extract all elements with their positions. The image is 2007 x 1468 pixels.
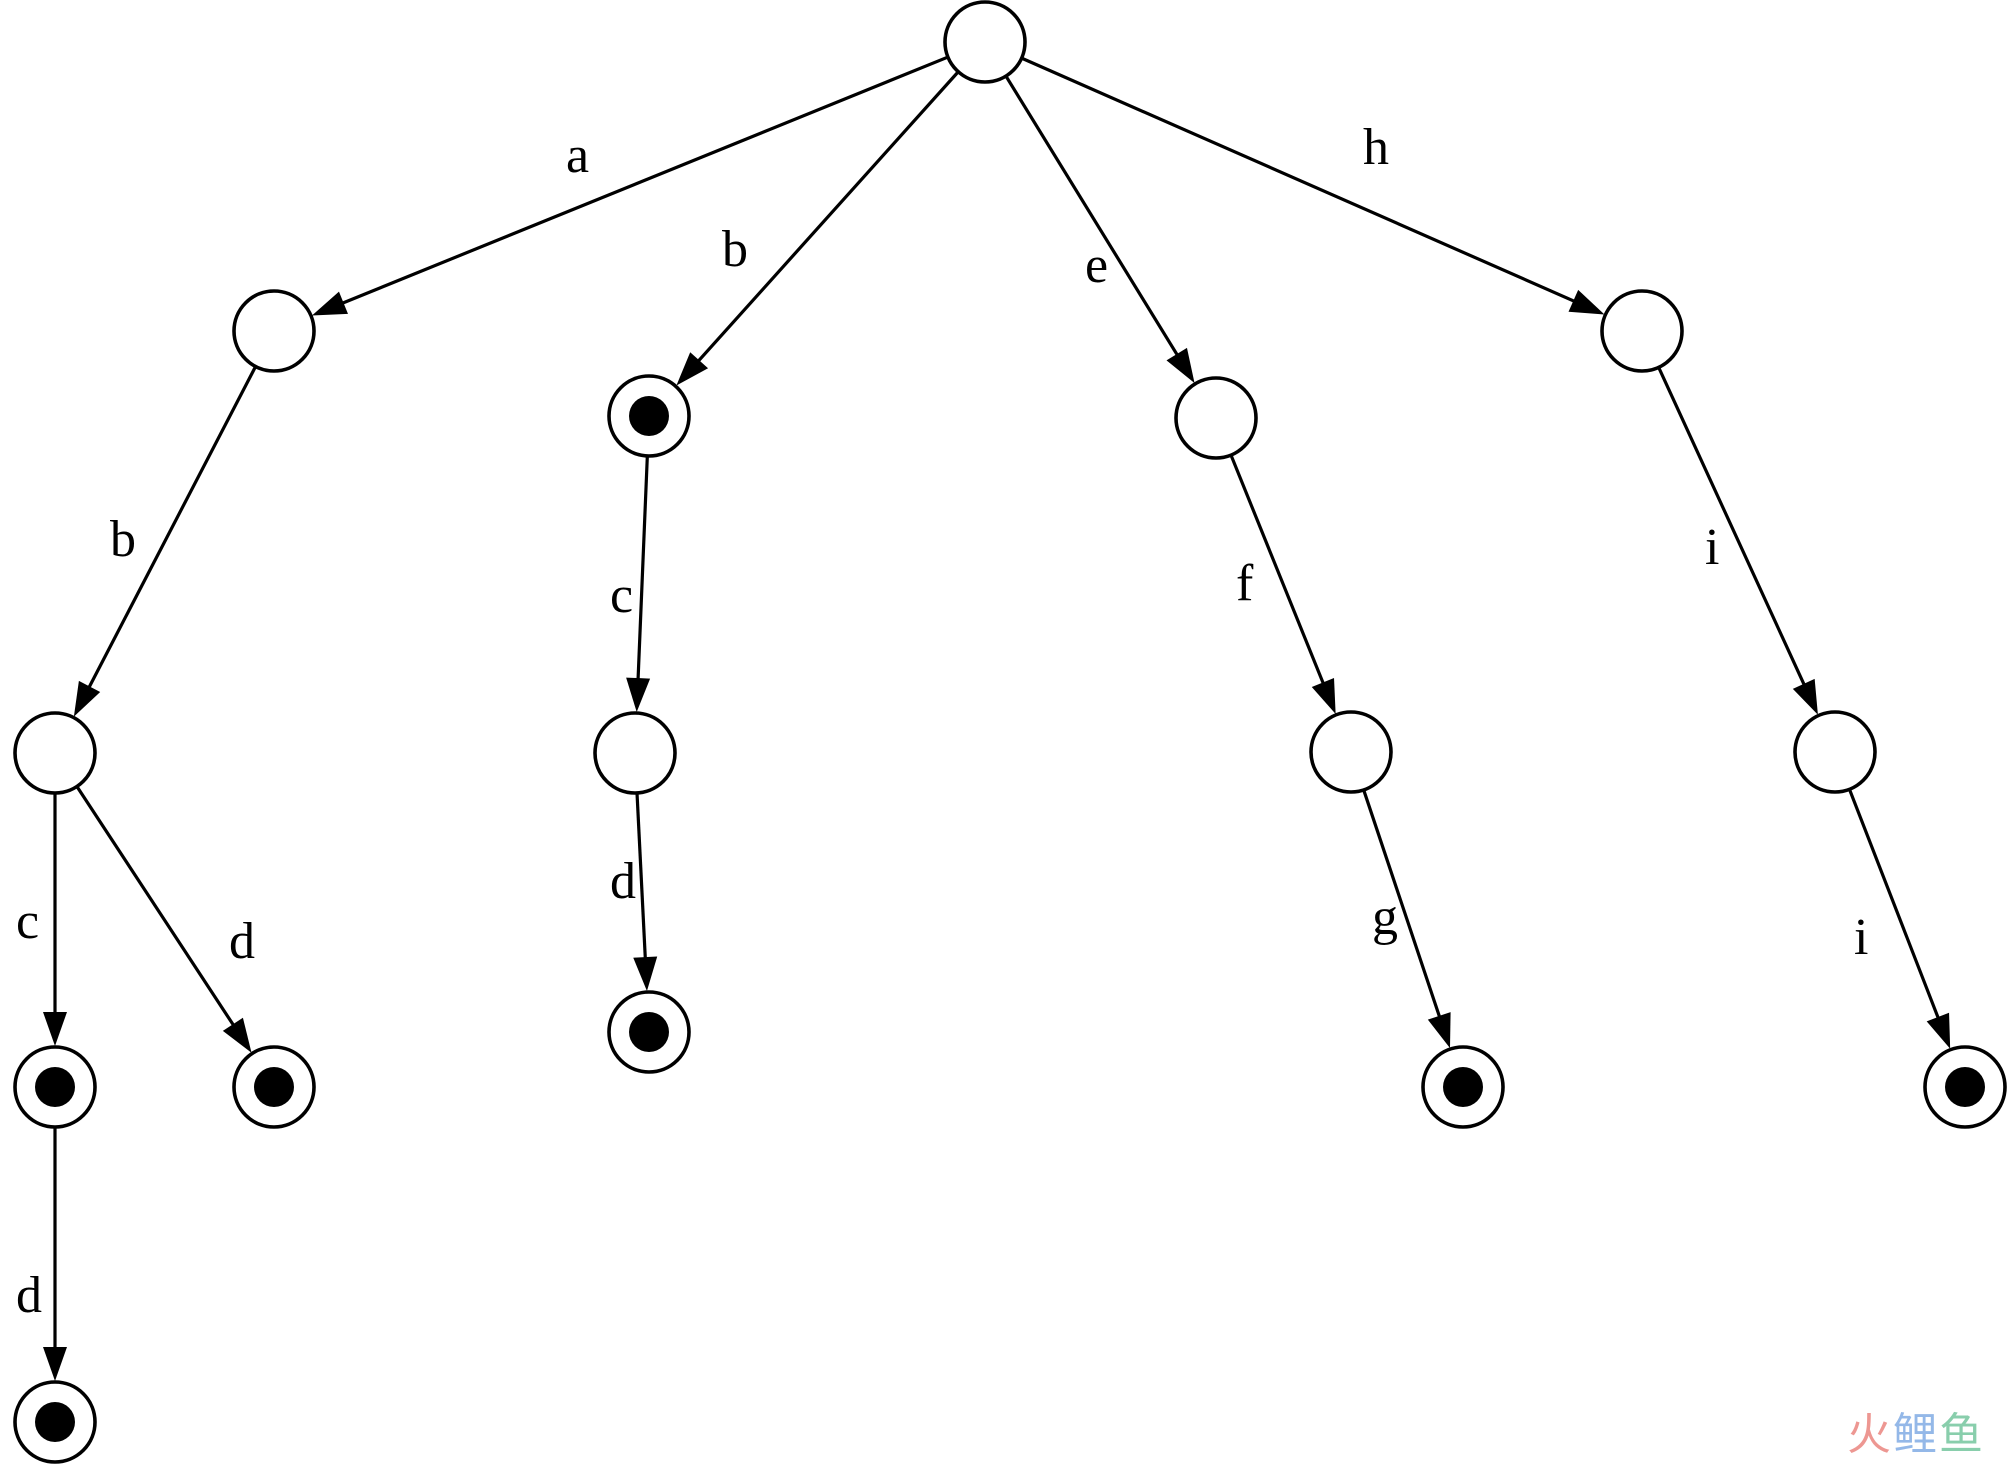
arrow-head-icon [311,291,348,316]
node-circle [943,0,1027,84]
edge-bc-bcd [633,792,658,992]
node-circle [13,711,97,795]
edges-layer [43,55,1951,1381]
terminal-dot-icon [254,1067,294,1107]
edge-label-ab-abc: c [16,893,39,950]
node-circle [1309,710,1393,794]
edge-h-hi [1657,366,1818,715]
terminal-dot-icon [35,1402,75,1442]
node-circle [1174,376,1258,460]
node-circle [1793,710,1877,794]
edge-label-root-h: h [1363,119,1389,176]
edge-label-root-e: e [1085,237,1108,294]
terminal-node-abd [232,1045,316,1129]
node-circle [232,289,316,373]
watermark-char-2: 鲤 [1893,1409,1939,1460]
arrow-head-icon [626,677,651,713]
edge-line [1229,454,1330,696]
edge-root-e [1004,75,1195,384]
node-h [1600,289,1684,373]
edge-label-hi-hii: i [1854,909,1868,966]
edge-root-b [676,70,960,386]
terminal-dot-icon [35,1067,75,1107]
node-ef [1309,710,1393,794]
edge-line [1020,56,1587,308]
edge-line [75,785,242,1037]
edge-line [635,792,648,971]
arrow-head-icon [1311,677,1336,714]
arrow-head-icon [1926,1012,1951,1049]
edge-line [330,55,949,310]
arrow-head-icon [43,1347,67,1381]
edge-line [81,365,257,700]
edge-root-h [1020,56,1605,315]
arrow-head-icon [222,1017,252,1053]
watermark-char-3: 鱼 [1939,1409,1985,1460]
node-root [943,0,1027,84]
arrow-head-icon [1427,1012,1451,1049]
terminal-node-bcd [607,990,691,1074]
edge-label-ab-abd: d [229,913,255,970]
arrow-head-icon [676,352,709,386]
edge-line [1847,788,1945,1031]
arrow-head-icon [1568,289,1605,315]
arrow-head-icon [1166,347,1195,384]
edge-label-h-hi: i [1705,519,1719,576]
arrow-head-icon [1792,678,1818,715]
node-ab [13,711,97,795]
node-circle [1600,289,1684,373]
node-circle [593,711,677,795]
edge-label-root-b: b [722,221,748,278]
terminal-node-abcd [13,1380,97,1464]
edge-abc-abcd [43,1127,67,1381]
edge-line [688,70,960,372]
edge-ef-efg [1362,789,1451,1049]
node-bc [593,711,677,795]
node-e [1174,376,1258,460]
terminal-node-hii [1923,1045,2007,1129]
arrow-head-icon [73,680,101,717]
terminal-node-b [607,374,691,458]
edge-line [1362,789,1446,1030]
edge-label-bc-bcd: d [610,853,636,910]
labels-layer: a b e h b c f i c d d g i d [16,119,1868,1324]
terminal-dot-icon [629,1012,669,1052]
edge-root-a [311,55,949,316]
edge-line [1004,75,1186,367]
edge-b-bc [626,455,651,713]
nodes-layer [13,0,2007,1464]
terminal-dot-icon [1443,1067,1483,1107]
watermark: 火鲤鱼 [1847,1398,1985,1462]
edge-line [1657,366,1811,697]
edge-label-root-a: a [566,127,589,184]
edge-line [635,455,649,692]
terminal-node-abc [13,1045,97,1129]
edge-ab-abc [43,793,67,1046]
node-a [232,289,316,373]
edge-label-e-ef: f [1236,555,1254,612]
edge-hi-hii [1847,788,1951,1049]
node-hi [1793,710,1877,794]
edge-e-ef [1229,454,1336,714]
arrow-head-icon [633,956,658,992]
arrow-head-icon [43,1012,67,1046]
edge-a-ab [73,365,257,717]
watermark-char-1: 火 [1847,1409,1893,1460]
edge-label-abc-abcd: d [16,1267,42,1324]
edge-ab-abd [75,785,252,1053]
terminal-dot-icon [1945,1067,1985,1107]
terminal-node-efg [1421,1045,1505,1129]
edge-label-ef-efg: g [1372,889,1398,946]
edge-label-b-bc: c [610,567,633,624]
edge-label-a-ab: b [110,511,136,568]
terminal-dot-icon [629,396,669,436]
